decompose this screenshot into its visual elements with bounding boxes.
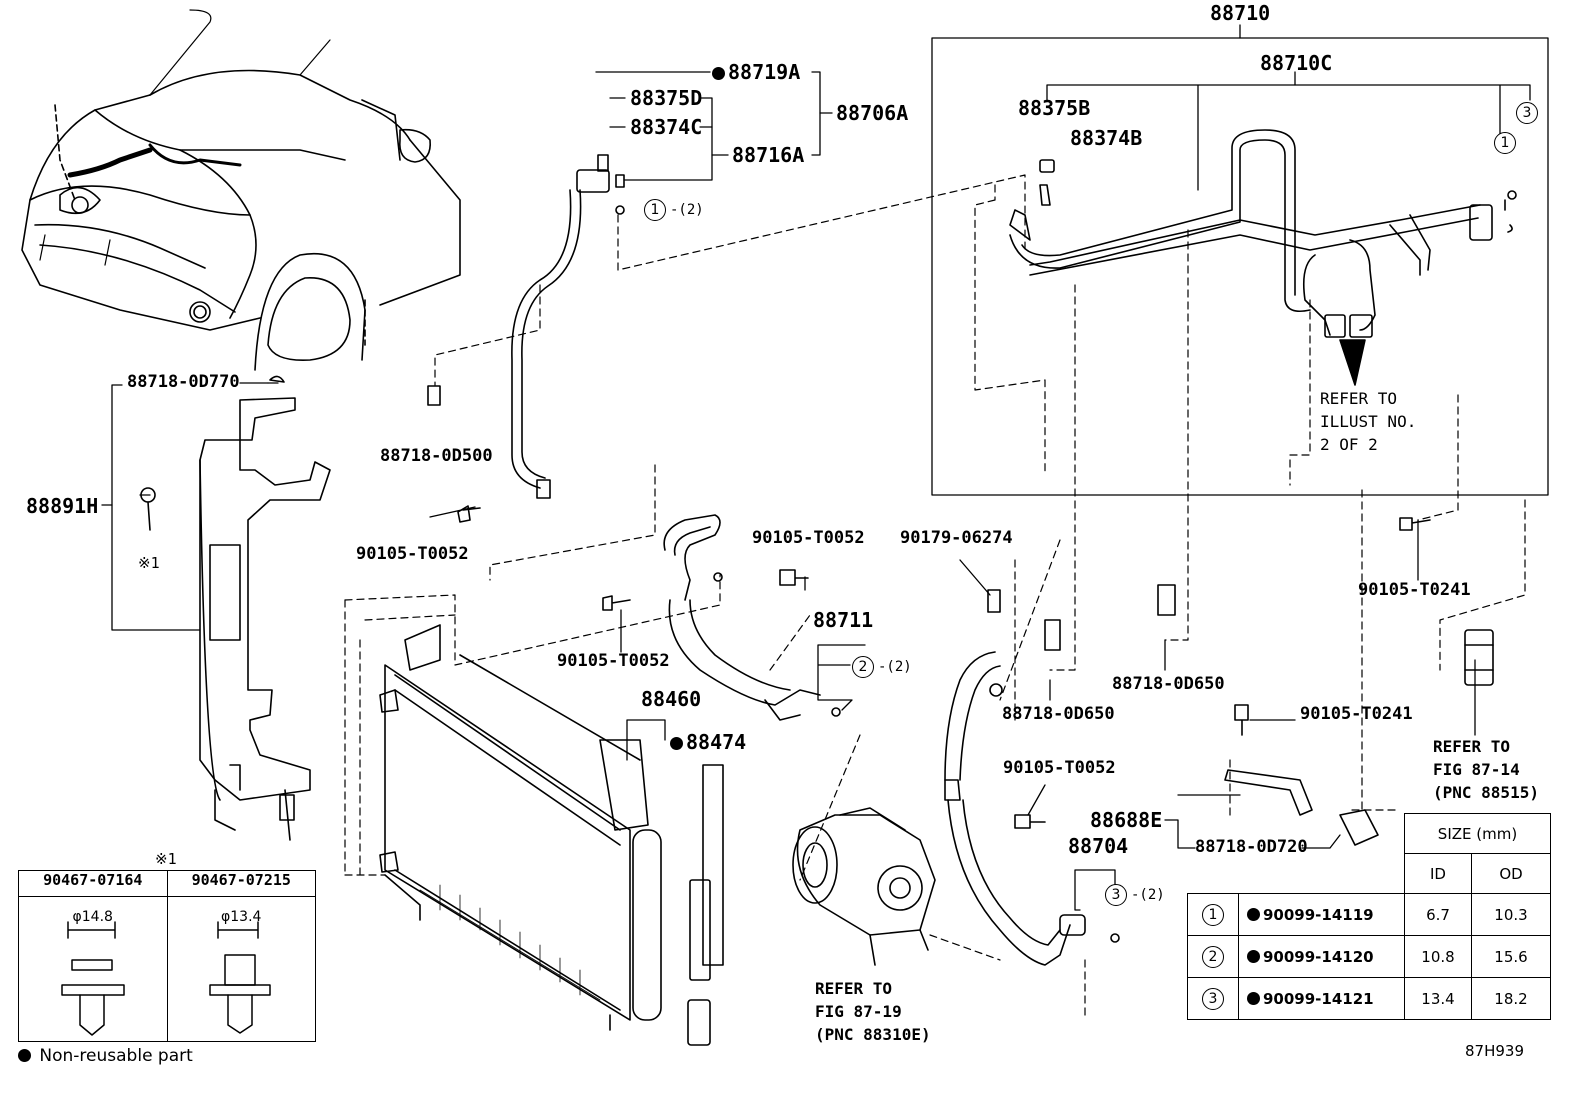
size-id-value: 6.7 <box>1404 893 1472 936</box>
part-88718-0D720-label: 88718-0D720 <box>1195 837 1308 857</box>
size-col-od: OD <box>1471 853 1551 894</box>
part-88718-0D650-label: 88718-0D650 <box>1002 704 1115 724</box>
vehicle-front-illustration <box>21 9 461 371</box>
size-table-title: SIZE (mm) <box>1404 813 1551 854</box>
refer-fig-87-14-note: REFER TO FIG 87-14 (PNC 88515) <box>1433 737 1539 802</box>
refer-arrow-icon <box>1339 339 1366 386</box>
quantity-2-label: -(2) <box>1131 887 1165 903</box>
non-reusable-dot-icon <box>712 67 725 80</box>
oring-size-2-circle: 2 <box>852 656 874 678</box>
size-part-number: 90099-14121 <box>1238 977 1405 1020</box>
quantity-2-label: -(2) <box>878 659 912 675</box>
oring-size-table: SIZE (mm) ID OD 1 90099-14119 6.7 10.3 2… <box>1187 813 1551 1020</box>
table-row: 1 90099-14119 6.7 10.3 <box>1187 893 1551 936</box>
dashed-guide-lines <box>344 174 1526 1021</box>
size-id-value: 13.4 <box>1404 977 1472 1020</box>
part-90105-T0052-label: 90105-T0052 <box>356 544 469 564</box>
condenser-illustration <box>379 624 724 1046</box>
part-88716A-label: 88716A <box>732 143 805 167</box>
part-90105-T0052-label: 90105-T0052 <box>752 528 865 548</box>
quantity-2-label: -(2) <box>670 202 704 218</box>
size-id-value: 10.8 <box>1404 935 1472 978</box>
part-88474-number: 88474 <box>686 730 747 754</box>
part-88719A-number: 88719A <box>728 60 801 84</box>
expansion-valve-illustration <box>1464 629 1494 686</box>
clip-table-asterisk: ※1 <box>155 850 177 868</box>
part-88710-label: 88710 <box>1210 1 1271 25</box>
part-90105-T0052-label: 90105-T0052 <box>557 651 670 671</box>
size-od-value: 18.2 <box>1471 977 1551 1020</box>
part-88374B-label: 88374B <box>1070 126 1143 150</box>
oring-size-3-circle: 3 <box>1202 987 1224 1010</box>
size-table-blank <box>1188 854 1405 894</box>
clip-diameter-13-4: φ13.4 <box>166 896 316 1042</box>
clip-variant-table: 90467-07164 90467-07215 φ14.8 φ13.4 <box>18 870 316 1042</box>
refer-fig-87-19-note: REFER TO FIG 87-19 (PNC 88310E) <box>815 979 931 1044</box>
oring-size-1-circle: 1 <box>1202 903 1224 926</box>
size-part-value: 90099-14119 <box>1263 905 1374 924</box>
part-88688E-label: 88688E <box>1090 808 1163 832</box>
radiator-air-duct-illustration <box>199 397 331 841</box>
size-od-value: 10.3 <box>1471 893 1551 936</box>
clip-reference-note-1: ※1 <box>138 554 160 572</box>
part-88375B-label: 88375B <box>1018 96 1091 120</box>
table-row: 2 90099-14120 10.8 15.6 <box>1187 935 1551 978</box>
oring-size-3-circle: 3 <box>1105 884 1127 906</box>
clip-part-90467-07215: 90467-07215 <box>166 870 316 897</box>
part-88891H-label: 88891H <box>26 494 99 518</box>
ac-hoses-and-pipes <box>140 129 1517 966</box>
non-reusable-dot-icon <box>18 1049 31 1062</box>
part-90105-T0241-label: 90105-T0241 <box>1300 704 1413 724</box>
size-part-number: 90099-14119 <box>1238 893 1405 936</box>
size-part-number: 90099-14120 <box>1238 935 1405 978</box>
compressor-illustration <box>792 807 936 966</box>
legend-text: Non-reusable part <box>39 1046 193 1066</box>
refer-illustration-note: REFER TO ILLUST NO. 2 OF 2 <box>1320 389 1417 454</box>
oring-size-2-circle: 2 <box>1202 945 1224 968</box>
non-reusable-dot-icon <box>1247 907 1260 921</box>
oring-size-1-circle: 1 <box>644 199 666 221</box>
legend: Non-reusable part <box>18 1046 193 1066</box>
part-88718-0D500-label: 88718-0D500 <box>380 446 493 466</box>
figure-id: 87H939 <box>1465 1042 1524 1060</box>
non-reusable-dot-icon <box>670 737 683 750</box>
part-88474-label: 88474 <box>670 732 746 752</box>
clip-diameter-14-8: φ14.8 <box>18 896 168 1042</box>
size-table-blank <box>1188 814 1405 854</box>
leader-lines <box>101 24 1549 911</box>
part-88706A-label: 88706A <box>836 101 909 125</box>
part-88710C-label: 88710C <box>1260 51 1333 75</box>
part-90105-T0052-label: 90105-T0052 <box>1003 758 1116 778</box>
non-reusable-dot-icon <box>1247 991 1260 1005</box>
part-88719A-label: 88719A <box>712 62 800 82</box>
size-part-value: 90099-14120 <box>1263 947 1374 966</box>
part-88704-label: 88704 <box>1068 834 1129 858</box>
table-row: 3 90099-14121 13.4 18.2 <box>1187 977 1551 1020</box>
part-88460-label: 88460 <box>641 687 702 711</box>
part-90179-06274-label: 90179-06274 <box>900 528 1013 548</box>
part-90105-T0241-label: 90105-T0241 <box>1358 580 1471 600</box>
part-88711-label: 88711 <box>813 608 874 632</box>
part-88375D-label: 88375D <box>630 86 703 110</box>
size-col-id: ID <box>1404 853 1472 894</box>
size-part-value: 90099-14121 <box>1263 989 1374 1008</box>
size-od-value: 15.6 <box>1471 935 1551 978</box>
oring-size-3-circle: 3 <box>1516 102 1538 124</box>
non-reusable-dot-icon <box>1247 949 1260 963</box>
part-88718-0D650-label: 88718-0D650 <box>1112 674 1225 694</box>
oring-size-1-circle: 1 <box>1494 132 1516 154</box>
part-88374C-label: 88374C <box>630 115 703 139</box>
clip-part-90467-07164: 90467-07164 <box>18 870 168 897</box>
part-88718-0D770-label: 88718-0D770 <box>127 372 240 392</box>
